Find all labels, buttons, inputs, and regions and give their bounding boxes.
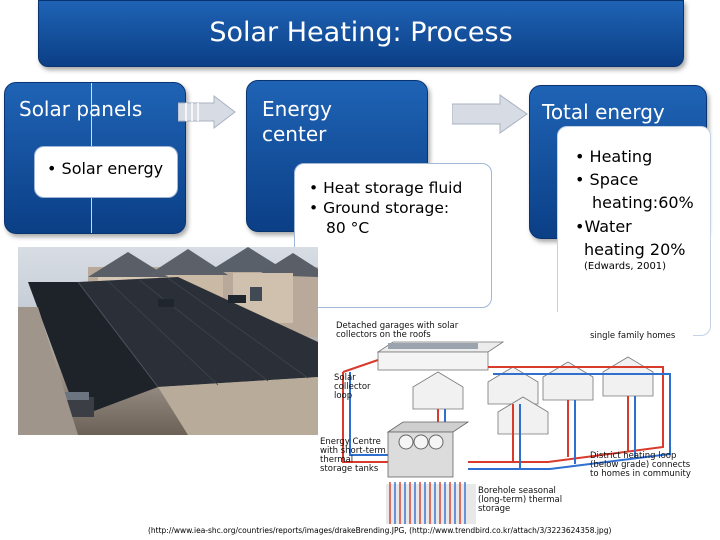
bullet-item: • Space [575, 170, 639, 190]
title-banner: Solar Heating: Process [38, 0, 684, 67]
borehole-label: Borehole seasonal (long-term) thermal st… [478, 486, 563, 514]
bullet-item: heating 20% [575, 238, 694, 261]
energy-center-bullets: • Heat storage fluid • Ground storage: 8… [309, 178, 462, 238]
solar-community-photo [18, 247, 318, 435]
bullet-item: • Heat storage fluid [309, 179, 463, 197]
heating-loop-schematic [342, 341, 671, 524]
bullet-item: heating:60% [575, 191, 694, 214]
energy-center-heading-line2: center [262, 122, 327, 146]
total-energy-heading: Total energy [542, 100, 665, 124]
heat-storage-text: Heat storage fluid [323, 179, 463, 197]
space-heating-percent: heating:60% [592, 193, 694, 213]
district-heating-diagram: Detached garages with solar collectors o… [318, 312, 693, 524]
garages-label: Detached garages with solar collectors o… [336, 321, 459, 340]
ground-storage-text: Ground storage: [323, 199, 450, 218]
heating-text: Heating [589, 147, 653, 166]
water-heating-percent: heating 20% [584, 239, 686, 259]
arrow-right-icon [178, 95, 236, 129]
total-energy-details-box: • Heating • Space heating:60% •Water hea… [557, 126, 711, 336]
energy-center-details-box: • Heat storage fluid • Ground storage: 8… [294, 163, 492, 308]
space-text: Space [589, 170, 639, 190]
rooftops-illustration [18, 247, 318, 435]
energy-center-heading: Energy center [262, 97, 332, 147]
district-loop-label: District heating loop (below grade) conn… [590, 451, 691, 479]
solar-energy-box: • Solar energy [34, 146, 178, 198]
homes-label: single family homes [590, 331, 676, 341]
image-source-credit: (http://www.iea-shc.org/countries/report… [148, 526, 612, 535]
solar-energy-bullet: • Solar energy [47, 159, 164, 178]
citation: (Edwards, 2001) [584, 261, 667, 272]
water-text: Water [584, 216, 632, 236]
solar-panels-heading: Solar panels [19, 97, 143, 121]
solar-energy-text: Solar energy [61, 159, 164, 178]
arrow-right-icon [452, 94, 528, 134]
bullet-item: • Heating [575, 147, 653, 166]
total-energy-bullets: • Heating • Space heating:60% •Water hea… [575, 145, 694, 261]
bullet-item: • Ground storage: [309, 199, 450, 218]
collector-loop-label: Solar collector loop [334, 373, 371, 401]
energy-center-heading-line1: Energy [262, 97, 333, 121]
page-title: Solar Heating: Process [209, 17, 513, 48]
temperature-text: 80 °C [326, 219, 370, 238]
energy-centre-label: Energy Centre with short-term thermal st… [320, 437, 386, 474]
bullet-item: 80 °C [309, 218, 462, 238]
bullet-item: •Water [575, 216, 632, 236]
